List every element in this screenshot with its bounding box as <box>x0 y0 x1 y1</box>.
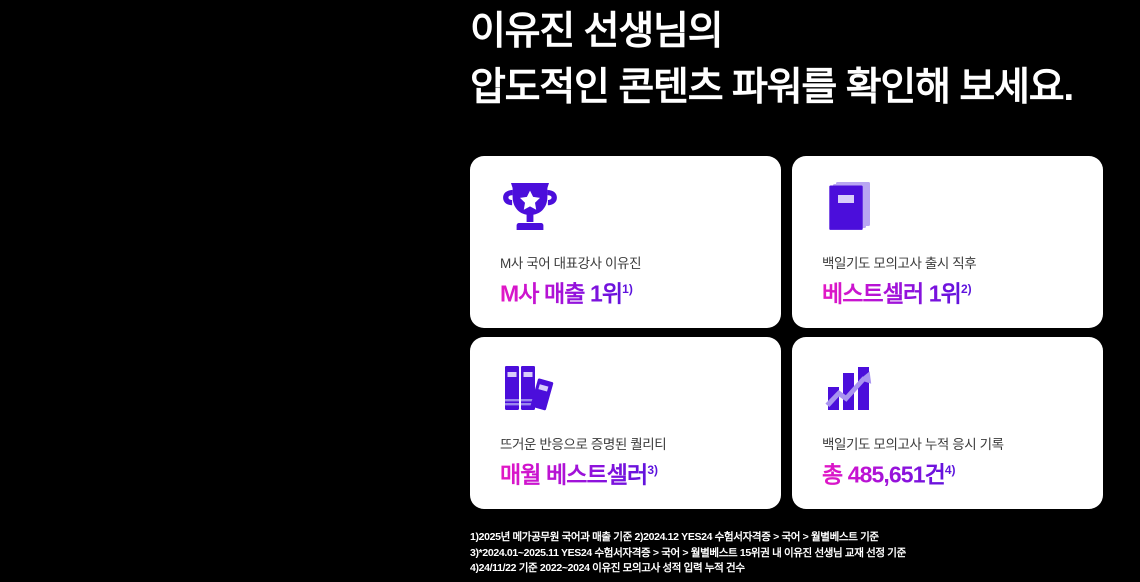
footnote-line-3: 4)24/11/22 기준 2022~2024 이유진 모의고사 성적 입력 누… <box>470 562 745 574</box>
stat-card-total-attempts[interactable]: 백일기도 모의고사 누적 응시 기록 총 485,651건4) <box>792 337 1103 509</box>
stat-card-footnote-marker: 2) <box>960 282 972 296</box>
stat-card-highlight: 총 485,651건4) <box>822 454 956 491</box>
stat-card-highlight: M사 매출 1위1) <box>500 273 633 310</box>
stat-card-subtitle: M사 국어 대표강사 이유진 <box>500 256 642 271</box>
stat-card-monthly-bestseller[interactable]: 뜨거운 반응으로 증명된 퀄리티 매월 베스트셀러3) <box>470 337 781 509</box>
stat-card-subtitle: 백일기도 모의고사 출시 직후 <box>822 256 977 271</box>
headline-line-2: 압도적인 콘텐츠 파워를 확인해 보세요. <box>470 66 1074 109</box>
stat-card-sales-rank[interactable]: M사 국어 대표강사 이유진 M사 매출 1위1) <box>470 156 781 328</box>
stat-card-bestseller-rank[interactable]: 백일기도 모의고사 출시 직후 베스트셀러 1위2) <box>792 156 1103 328</box>
stat-card-highlight-text: 총 485,651건 <box>822 461 945 488</box>
footnote-line-1: 1)2025년 메가공무원 국어과 매출 기준 2)2024.12 YES24 … <box>470 531 879 543</box>
stat-card-footnote-marker: 1) <box>622 282 633 296</box>
bar-chart-growth-icon <box>822 359 882 417</box>
stat-card-footnote-marker: 3) <box>647 463 658 477</box>
stat-card-highlight: 베스트셀러 1위2) <box>822 273 972 310</box>
stats-card-grid: M사 국어 대표강사 이유진 M사 매출 1위1) 백일기도 모의고사 출시 직… <box>470 156 1103 509</box>
books-shelf-icon <box>500 359 560 417</box>
stat-card-highlight-text: M사 매출 1위 <box>500 280 623 307</box>
book-icon <box>822 178 882 236</box>
stat-card-subtitle: 백일기도 모의고사 누적 응시 기록 <box>822 437 1004 452</box>
stat-card-highlight: 매월 베스트셀러3) <box>500 454 658 491</box>
stat-card-highlight-text: 매월 베스트셀러 <box>500 461 648 488</box>
footnote-line-2: 3)*2024.01~2025.11 YES24 수험서자격증 > 국어 > 월… <box>470 546 906 559</box>
page-title: 이유진 선생님의 압도적인 콘텐츠 파워를 확인해 보세요. <box>470 4 1130 116</box>
headline-line-1: 이유진 선생님의 <box>470 10 724 53</box>
stat-card-footnote-marker: 4) <box>944 463 956 477</box>
stat-card-subtitle: 뜨거운 반응으로 증명된 퀄리티 <box>500 437 667 452</box>
footnotes: 1)2025년 메가공무원 국어과 매출 기준 2)2024.12 YES24 … <box>470 530 906 577</box>
stat-card-highlight-text: 베스트셀러 1위 <box>822 280 961 307</box>
trophy-icon <box>500 178 560 236</box>
